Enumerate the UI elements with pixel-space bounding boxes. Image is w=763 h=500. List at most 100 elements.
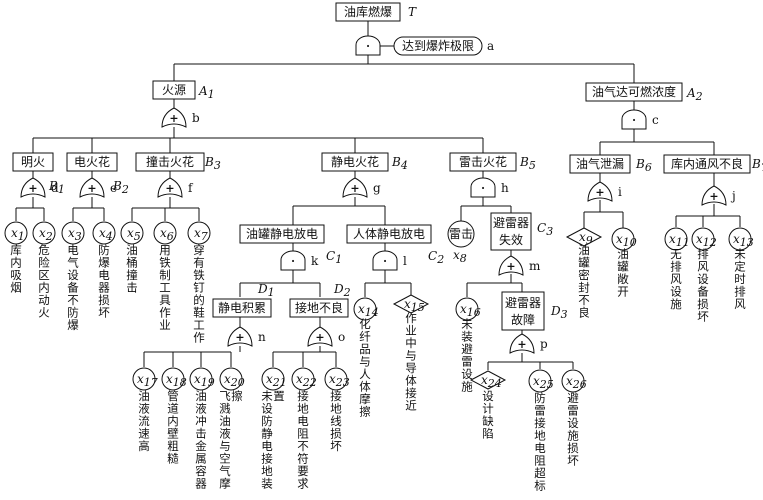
basic-event-text: 油液冲击金属容器 xyxy=(195,389,207,491)
gate-A2-and: ·c xyxy=(621,109,659,130)
gate-letter: d xyxy=(51,181,59,195)
basic-event-text: 作业中与导体接近 xyxy=(405,311,417,413)
basic-event-code: x11 xyxy=(669,232,690,249)
svg-text:·: · xyxy=(481,182,485,195)
event-C2: 人体静电放电 C2 xyxy=(346,224,444,266)
basic-event-code: x24 xyxy=(481,373,502,390)
svg-text:a: a xyxy=(487,39,494,53)
svg-text:静电火花: 静电火花 xyxy=(331,154,379,169)
basic-event-code: x13 xyxy=(733,232,754,249)
svg-text:人体静电放电: 人体静电放电 xyxy=(353,226,425,241)
svg-text:库内通风不良: 库内通风不良 xyxy=(671,156,743,171)
basic-event-text: 接地线损坏 xyxy=(330,389,342,453)
basic-event-code: x17 xyxy=(137,372,158,389)
basic-event-code: x10 xyxy=(616,232,637,249)
svg-text:油罐静电放电: 油罐静电放电 xyxy=(246,226,318,241)
svg-text:+: + xyxy=(350,182,359,195)
basic-event-text: 化纤品与人体摩擦 xyxy=(359,317,371,419)
svg-text:T: T xyxy=(408,5,417,19)
basic-event-text: 飞溅油液与空气摩擦 xyxy=(219,389,243,491)
gate-B4-or: +g xyxy=(342,177,381,198)
basic-event-code: x16 xyxy=(460,302,481,319)
svg-text:避雷器: 避雷器 xyxy=(505,296,541,310)
basic-event-code: x15 xyxy=(404,297,425,314)
svg-text:+: + xyxy=(235,331,244,344)
gate-C1-and: ·k xyxy=(280,250,319,271)
event-B7: 库内通风不良 B7 xyxy=(663,154,763,174)
event-C3: 避雷器 失效 C3 xyxy=(490,212,553,251)
basic-event-code: x18 xyxy=(166,372,187,389)
event-B5: 雷击火花 B5 xyxy=(449,152,536,172)
basic-event-code: x5 xyxy=(127,226,141,243)
svg-text:B6: B6 xyxy=(635,157,652,174)
gate-letter: g xyxy=(373,181,381,195)
basic-event-code: x4 xyxy=(99,226,113,243)
basic-event-text: 穿有铁钉的鞋工作 xyxy=(193,243,205,345)
svg-text:D1: D1 xyxy=(257,282,275,299)
svg-text:+: + xyxy=(709,190,718,203)
event-B4: 静电火花 B4 xyxy=(321,152,408,172)
basic-event-text: 油罐敞开 xyxy=(617,247,629,299)
basic-event-code: x12 xyxy=(696,232,717,249)
svg-text:油库燃爆: 油库燃爆 xyxy=(344,4,392,19)
basic-event-text: 油罐密封不良 xyxy=(578,243,590,320)
gate-letter: k xyxy=(311,254,319,268)
svg-text:静电积累: 静电积累 xyxy=(218,301,266,315)
gate-B1-or: +d xyxy=(20,177,59,198)
gate-letter: o xyxy=(338,330,345,344)
basic-event-code: x14 xyxy=(358,302,379,319)
svg-text:B1: B1 xyxy=(48,179,65,196)
gate-B3-or: +f xyxy=(157,177,194,198)
basic-event-text: 用铁制工具作业 xyxy=(159,243,171,332)
svg-text:A1: A1 xyxy=(198,84,215,101)
logic-gates: ·+b·c+d+e+f+g·h+i+j·k·l+m+n+o+p xyxy=(20,35,736,354)
svg-text:D3: D3 xyxy=(550,304,568,321)
event-B1: 明火 B1 xyxy=(12,152,65,196)
gate-D1-or: +n xyxy=(227,326,266,347)
svg-text:·: · xyxy=(632,114,636,127)
basic-event-code: x19 xyxy=(194,372,215,389)
gate-letter: i xyxy=(618,185,622,199)
svg-text:C1: C1 xyxy=(326,249,342,266)
basic-event-code: x20 xyxy=(224,372,245,389)
event-D2: 接地不良 D2 xyxy=(289,282,351,318)
basic-event-code: x22 xyxy=(296,372,317,389)
gate-D3-or: +p xyxy=(509,333,548,354)
basic-event-text: 管道内壁粗糙 xyxy=(167,389,179,466)
gate-letter: e xyxy=(110,181,117,195)
basic-event-text: 未装避雷设施 xyxy=(461,317,473,394)
basic-event-text: 库内吸烟 xyxy=(10,243,22,295)
svg-text:失效: 失效 xyxy=(499,232,523,247)
svg-text:+: + xyxy=(169,112,178,125)
svg-text:·: · xyxy=(383,255,387,268)
condition-explosion-limit: 达到爆炸极限 a xyxy=(393,36,494,56)
gate-top-and: · xyxy=(355,35,381,56)
svg-text:C3: C3 xyxy=(537,221,553,238)
svg-text:·: · xyxy=(366,40,370,53)
connector-lines xyxy=(15,21,741,370)
svg-text:油气泄漏: 油气泄漏 xyxy=(576,156,624,171)
gate-C2-and: ·l xyxy=(372,250,407,271)
basic-event-code: x1 xyxy=(11,226,25,243)
basic-event-code: x6 xyxy=(160,226,174,243)
event-boxes: 油库燃爆 T 达到爆炸极限 a 火源 A1 油气达可燃浓度 A2 明火 B1 电… xyxy=(12,2,763,331)
svg-text:雷击火花: 雷击火花 xyxy=(459,154,507,169)
svg-text:C2: C2 xyxy=(428,249,444,266)
